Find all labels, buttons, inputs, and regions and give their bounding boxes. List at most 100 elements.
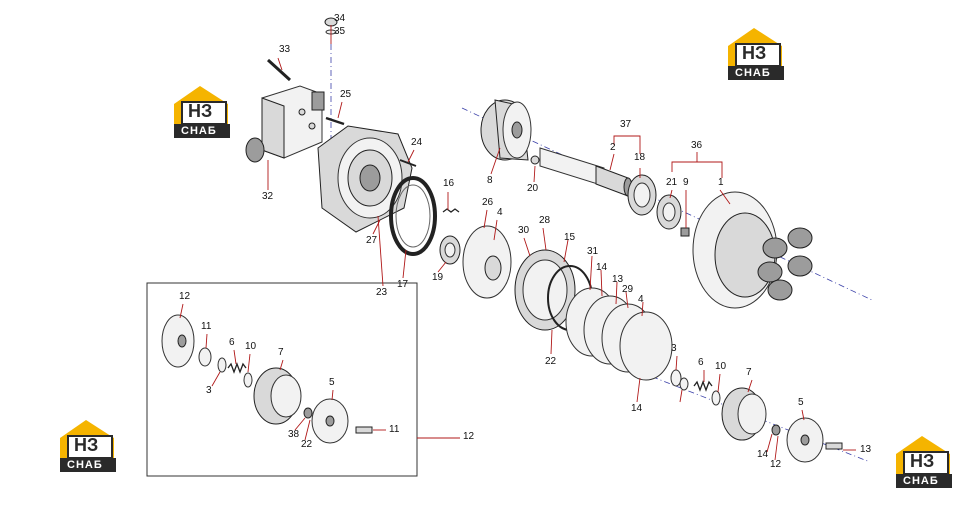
callout-label: 14 (757, 449, 769, 460)
hub-housing-part (692, 191, 813, 309)
callout-label: 30 (518, 225, 530, 236)
callout-label: 5 (329, 377, 335, 388)
washer-12-right-a-part (679, 377, 689, 391)
pin-24-part (399, 159, 417, 167)
swash-plate-6-right-part (786, 417, 824, 463)
callout-label: 36 (691, 140, 703, 151)
house-logo-icon (896, 436, 952, 488)
callout-label: 12 (463, 431, 475, 442)
callout-label: 12 (770, 459, 782, 470)
callout-label: 18 (634, 152, 646, 163)
spring-11-right-part (693, 380, 713, 392)
subassembly-frame (146, 282, 418, 477)
callout-label: 4 (497, 207, 503, 218)
callout-label: 25 (340, 89, 352, 100)
logo-word: СНАБ (735, 67, 771, 79)
logo-letters: НЗ (188, 101, 213, 121)
logo-letters: НЗ (74, 435, 99, 455)
callout-label: 10 (245, 341, 257, 352)
callout-label: 7 (278, 347, 284, 358)
callout-label: 32 (262, 191, 274, 202)
washer-22-sub-part (198, 347, 212, 367)
snap-ring-17-part (389, 176, 437, 256)
callout-label: 4 (638, 294, 644, 305)
clutch-pack-part (514, 249, 673, 381)
pivot-10-right-part (771, 424, 781, 436)
house-logo-icon (60, 420, 116, 472)
callout-label: 23 (376, 287, 388, 298)
brand-logo: НЗ СНАБ (170, 82, 244, 142)
callout-label: 37 (620, 119, 632, 130)
valve-plate-4-sub-part (161, 314, 195, 368)
brand-logo: НЗ СНАБ (56, 416, 130, 476)
cylinder-block-sub-part (253, 367, 302, 425)
center-axis-lower (639, 371, 871, 463)
pin-5-right-part (825, 442, 843, 450)
callout-label: 5 (798, 397, 804, 408)
washer-12-right-b-part (711, 390, 721, 406)
logo-word: СНАБ (181, 125, 217, 137)
washer-12-sub-b-part (243, 372, 253, 388)
bolt-33-part (266, 58, 292, 82)
callout-label: 34 (334, 13, 346, 24)
callout-label: 19 (432, 272, 444, 283)
house-logo-icon (174, 86, 230, 138)
bearing-21-part (656, 194, 682, 230)
callout-label: 3 (206, 385, 212, 396)
brand-logo: НЗ СНАБ (892, 432, 966, 492)
output-shaft-part (539, 147, 633, 197)
callout-label: 10 (715, 361, 727, 372)
callout-label: 1 (718, 177, 724, 188)
washer-12-sub-a-part (217, 357, 227, 373)
bearing-19-part (439, 235, 461, 265)
callout-label: 12 (179, 291, 191, 302)
ball-20-part (530, 155, 540, 165)
callout-label: 22 (301, 439, 313, 450)
callout-label: 20 (527, 183, 539, 194)
spring-16-part (442, 208, 460, 213)
spring-11-sub-part (227, 362, 247, 374)
callout-label: 28 (539, 215, 551, 226)
plug-9-part (680, 227, 690, 237)
callout-label: 38 (288, 429, 300, 440)
callout-label: 16 (443, 178, 455, 189)
pivot-10-sub-part (303, 407, 313, 419)
callout-label: 33 (279, 44, 291, 55)
callout-label: 3 (671, 343, 677, 354)
logo-letters: НЗ (910, 451, 935, 471)
swash-plate-6-sub-part (311, 398, 349, 444)
callout-label: 11 (201, 321, 212, 332)
callout-label: 7 (746, 367, 752, 378)
motor-housing-part (317, 125, 413, 233)
callout-label: 24 (411, 137, 423, 148)
callout-label: 14 (631, 403, 643, 414)
callout-label: 29 (622, 284, 634, 295)
callout-label: 13 (860, 444, 872, 455)
pin-5-sub-part (355, 426, 373, 434)
plate-26-part (462, 225, 512, 299)
callout-label: 35 (334, 26, 346, 37)
leader-lines (179, 25, 856, 461)
valve-housing-part (245, 85, 325, 163)
callout-label: 26 (482, 197, 494, 208)
callout-label: 31 (587, 246, 599, 257)
logo-letters: НЗ (742, 43, 767, 63)
logo-word: СНАБ (67, 459, 103, 471)
screw-25-part (325, 116, 345, 126)
callout-label: 13 (612, 274, 624, 285)
callout-label: 22 (545, 356, 557, 367)
callout-label: 2 (610, 142, 616, 153)
callout-label: 15 (564, 232, 576, 243)
house-logo-icon (728, 28, 784, 80)
logo-word: СНАБ (903, 475, 939, 487)
callout-label: 6 (229, 337, 235, 348)
plug-34-part (324, 17, 338, 35)
callout-label: 21 (666, 177, 678, 188)
callout-label: 11 (389, 424, 400, 435)
callout-label: 8 (487, 175, 493, 186)
brand-logo: НЗ СНАБ (724, 24, 798, 84)
callout-label: 6 (698, 357, 704, 368)
callout-label: 27 (366, 235, 378, 246)
